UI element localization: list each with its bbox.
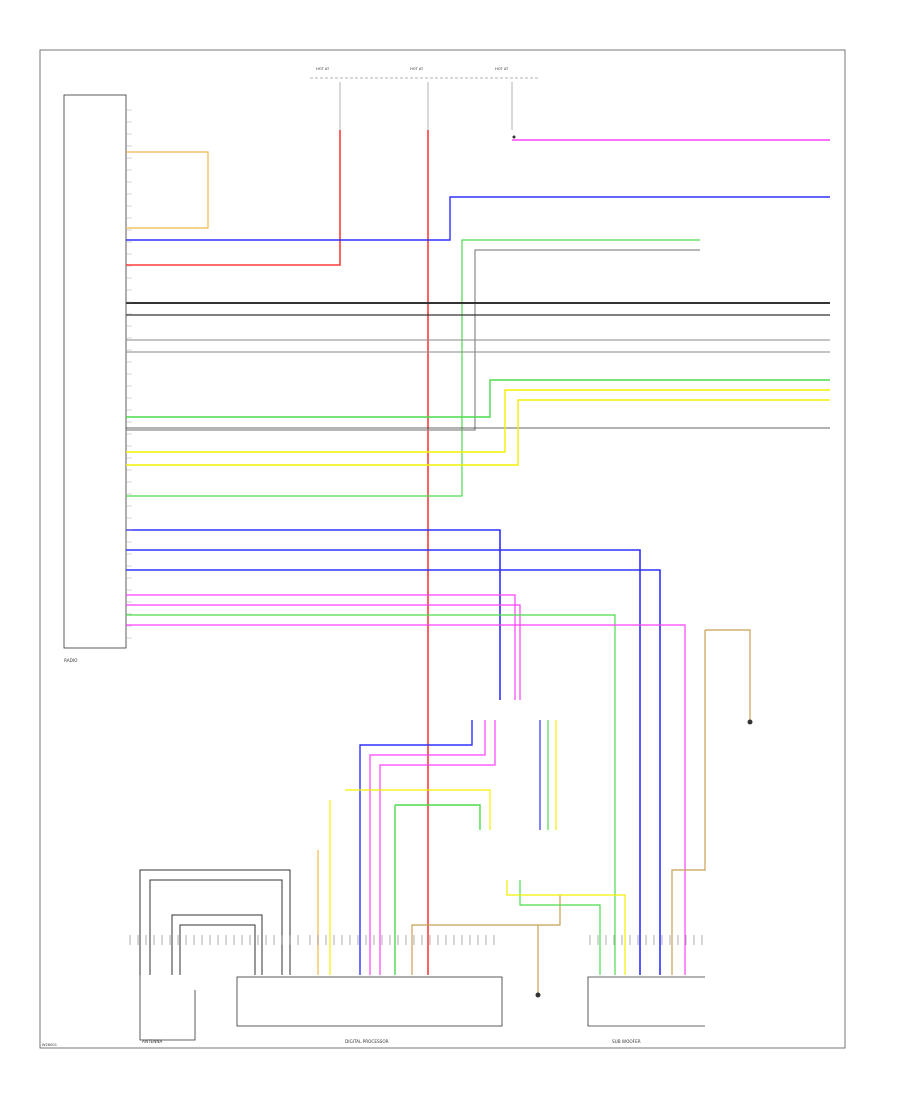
wire-tan-24 [671, 630, 706, 975]
wire-blue-18 [126, 569, 661, 975]
wire-dark-42 [171, 914, 263, 975]
wire-tan-23 [705, 629, 751, 720]
wire-orange-4 [126, 151, 209, 229]
radio-unit: RADIO [63, 94, 127, 663]
wire-yellow-15 [126, 399, 830, 466]
ground-symbol-2 [747, 719, 753, 725]
wire-green-21 [126, 614, 616, 975]
sub-woofer-unit: SUB WOOFER [587, 976, 705, 1044]
radio-box [63, 94, 127, 649]
antenna-box [139, 975, 196, 1041]
wire-magenta-19 [126, 594, 516, 700]
ground-symbols [512, 135, 753, 998]
fuse-panel: HOT AT HOT AT HOT AT [310, 67, 540, 130]
radio-pin-stubs [126, 109, 703, 945]
wire-magenta-26 [369, 720, 486, 975]
digital-processor-unit: DIGITAL PROCESSOR [236, 976, 503, 1044]
sub-woofer-box [587, 976, 705, 1027]
antenna-label: ANTENNA [142, 1039, 162, 1044]
wire-yellow-28 [345, 789, 491, 830]
digital-processor-box [236, 976, 503, 1027]
wire-red-1 [126, 130, 341, 266]
antenna-unit: ANTENNA [139, 975, 196, 1044]
wire-dark-40 [139, 869, 291, 975]
wire-green-6 [126, 239, 700, 497]
wire-tan-33 [411, 895, 561, 975]
wire-magenta-27 [379, 720, 496, 975]
diagram-border [39, 49, 846, 1049]
wire-blue-5 [126, 196, 830, 241]
wire-yellow-14 [126, 389, 830, 453]
wire-yellow-39 [506, 880, 626, 975]
wire-green-12 [126, 379, 830, 418]
fuse-hot-label-1: HOT AT [316, 67, 330, 71]
wire-blue-16 [126, 529, 501, 700]
fuse-hot-label-2: HOT AT [410, 67, 424, 71]
wire-dark-41 [149, 879, 283, 975]
wire-magenta-20 [126, 604, 521, 700]
wire-green-38 [519, 880, 601, 975]
diagram-code: W26001 [42, 1043, 57, 1047]
wire-green-30 [395, 804, 481, 830]
ground-symbol-3 [512, 135, 516, 139]
wire-blue-25 [359, 720, 473, 975]
wire-layer [126, 130, 830, 995]
fuse-hot-label-3: HOT AT [495, 67, 509, 71]
wire-magenta-22 [126, 624, 686, 975]
digital-processor-label: DIGITAL PROCESSOR [345, 1039, 389, 1044]
sub-woofer-label: SUB WOOFER [612, 1039, 641, 1044]
ground-symbol-1 [535, 992, 541, 998]
wire-blue-17 [126, 549, 641, 975]
radio-label: RADIO [64, 658, 78, 663]
wire-dark-43 [179, 924, 256, 975]
